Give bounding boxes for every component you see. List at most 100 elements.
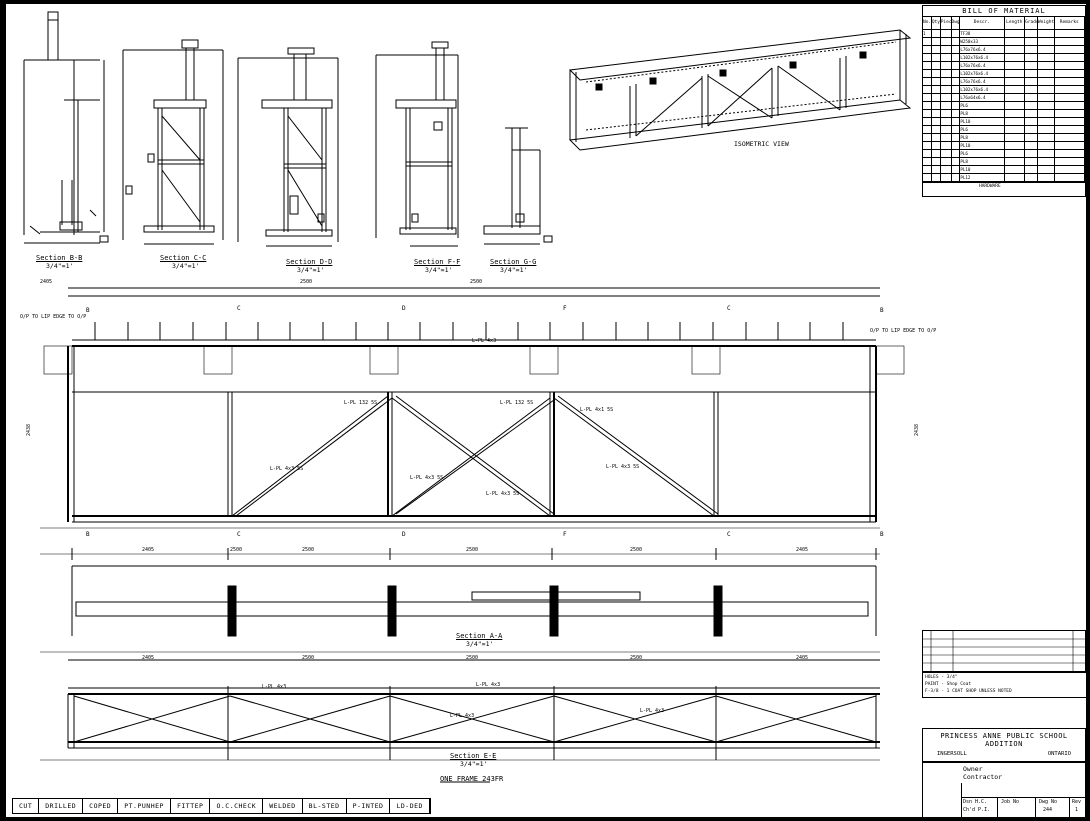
bom-row: PL6 bbox=[923, 150, 1085, 158]
bom-cell bbox=[1038, 102, 1055, 109]
bom-cell bbox=[1055, 54, 1085, 61]
status-painted[interactable]: P-INTED bbox=[347, 799, 391, 813]
bom-cell: L76x76x6.4 bbox=[960, 78, 1005, 85]
bom-cell bbox=[941, 150, 952, 157]
bom-cell bbox=[932, 78, 941, 85]
bom-cell bbox=[932, 158, 941, 165]
section-g-scale: 3/4"=1' bbox=[500, 266, 528, 274]
bom-cell bbox=[952, 30, 961, 37]
bom-cell bbox=[952, 86, 961, 93]
project-city: INGERSOLL bbox=[937, 751, 967, 757]
svg-text:L-PL 4x3: L-PL 4x3 bbox=[262, 684, 286, 690]
bom-cell: L76x76x6.4 bbox=[960, 62, 1005, 69]
bom-cell bbox=[1025, 150, 1038, 157]
bom-cell bbox=[1055, 126, 1085, 133]
bom-cell bbox=[1005, 166, 1026, 173]
drawing-paper bbox=[6, 4, 1086, 817]
title-block: HOLES - 3/4" PAINT - Shop Coat F-3/8 - 1… bbox=[922, 630, 1090, 818]
svg-text:2438: 2438 bbox=[26, 424, 32, 436]
bom-cell bbox=[1055, 142, 1085, 149]
bom-cell bbox=[932, 174, 941, 181]
bom-row: L102x76x6.4 bbox=[923, 54, 1085, 62]
section-d-d-view bbox=[237, 47, 339, 247]
bom-cell bbox=[932, 150, 941, 157]
bom-cell bbox=[1005, 158, 1026, 165]
svg-text:O/P TO LIP EDGE TO O/P: O/P TO LIP EDGE TO O/P bbox=[20, 314, 86, 320]
bom-cell bbox=[1038, 30, 1055, 37]
bom-cell bbox=[932, 38, 941, 45]
status-coped[interactable]: COPED bbox=[83, 799, 119, 813]
svg-text:L-PL 4x3 5S: L-PL 4x3 5S bbox=[410, 475, 443, 481]
revision-block bbox=[922, 630, 1086, 672]
bom-header-cell: Grade bbox=[1025, 17, 1038, 29]
svg-text:2500: 2500 bbox=[230, 547, 242, 553]
svg-text:L-PL 4x3: L-PL 4x3 bbox=[472, 338, 496, 344]
svg-text:F: F bbox=[563, 531, 567, 538]
bom-cell bbox=[1005, 134, 1026, 141]
section-e-title: Section E-E bbox=[450, 752, 497, 760]
bom-cell bbox=[1055, 86, 1085, 93]
status-cut[interactable]: CUT bbox=[13, 799, 40, 813]
bom-cell bbox=[1038, 70, 1055, 77]
svg-text:F: F bbox=[563, 305, 567, 312]
status-checked[interactable]: O.C.CHECK bbox=[210, 799, 264, 813]
bom-cell bbox=[923, 86, 932, 93]
bom-cell bbox=[932, 126, 941, 133]
bom-cell bbox=[952, 70, 961, 77]
dwg-number: 244 bbox=[1043, 807, 1053, 813]
note-1: HOLES - 3/4" bbox=[925, 675, 958, 680]
bom-cell bbox=[923, 142, 932, 149]
bom-cell bbox=[952, 54, 961, 61]
section-d-scale: 3/4"=1' bbox=[297, 266, 325, 274]
bom-cell bbox=[952, 158, 961, 165]
bom-cell bbox=[1005, 118, 1026, 125]
bom-header-row: No.QtyPieceDwgDescr.LengthGradeWeightRem… bbox=[923, 17, 1085, 30]
bom-cell bbox=[941, 166, 952, 173]
bom-cell bbox=[1005, 70, 1026, 77]
svg-text:L-PL 4x1 5S: L-PL 4x1 5S bbox=[580, 407, 613, 413]
bom-cell bbox=[1055, 174, 1085, 181]
svg-text:O/P TO LIP EDGE TO O/P: O/P TO LIP EDGE TO O/P bbox=[870, 328, 936, 334]
status-blasted[interactable]: BL-STED bbox=[303, 799, 347, 813]
top-chord-posts bbox=[94, 322, 844, 340]
bom-cell bbox=[1038, 86, 1055, 93]
project-province: ONTARIO bbox=[1047, 751, 1071, 757]
bom-cell: PL10 bbox=[960, 118, 1005, 125]
bom-cell bbox=[941, 62, 952, 69]
svg-text:L-PL 4x3 5S: L-PL 4x3 5S bbox=[270, 466, 303, 472]
status-punched[interactable]: PT.PUNHEP bbox=[118, 799, 171, 813]
svg-text:L-PL 4x3: L-PL 4x3 bbox=[476, 682, 500, 688]
status-loaded[interactable]: LD-DED bbox=[390, 799, 430, 813]
bom-cell bbox=[932, 46, 941, 53]
project-block: PRINCESS ANNE PUBLIC SCHOOL ADDITION ING… bbox=[922, 728, 1086, 762]
svg-text:L-PL 132 5S: L-PL 132 5S bbox=[344, 400, 377, 406]
svg-text:D: D bbox=[402, 305, 406, 312]
bom-cell bbox=[941, 110, 952, 117]
bom-cell bbox=[952, 38, 961, 45]
bom-cell bbox=[932, 166, 941, 173]
bom-cell bbox=[923, 158, 932, 165]
bom-cell bbox=[1055, 78, 1085, 85]
bom-cell: PL6 bbox=[960, 150, 1005, 157]
status-fitted[interactable]: FITTEP bbox=[171, 799, 211, 813]
bom-cell bbox=[932, 62, 941, 69]
status-drilled[interactable]: DRILLED bbox=[39, 799, 84, 813]
bom-row: PL6 bbox=[923, 102, 1085, 110]
bom-cell bbox=[1025, 54, 1038, 61]
svg-text:L-PL 132 5S: L-PL 132 5S bbox=[500, 400, 533, 406]
bom-row: L102x76x6.4 bbox=[923, 86, 1085, 94]
bom-cell bbox=[1005, 86, 1026, 93]
svg-text:L-PL 4x3 5S: L-PL 4x3 5S bbox=[486, 491, 519, 497]
bom-cell bbox=[1025, 70, 1038, 77]
svg-text:C: C bbox=[237, 531, 241, 538]
project-line-1: PRINCESS ANNE PUBLIC SCHOOL bbox=[940, 732, 1068, 740]
bom-cell bbox=[1038, 110, 1055, 117]
bom-cell bbox=[1025, 38, 1038, 45]
svg-text:B: B bbox=[880, 531, 884, 538]
bom-cell: 1 bbox=[923, 30, 932, 37]
bom-cell bbox=[923, 102, 932, 109]
section-e-scale: 3/4"=1' bbox=[460, 760, 488, 768]
svg-text:C: C bbox=[727, 531, 731, 538]
status-welded[interactable]: WELDED bbox=[263, 799, 303, 813]
